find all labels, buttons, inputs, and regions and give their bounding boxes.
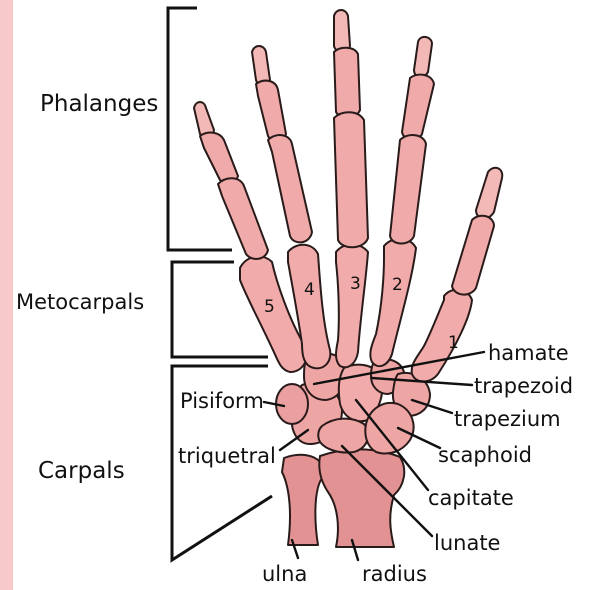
triquetral-label: triquetral [178,444,276,468]
phalanges-label: Phalanges [40,91,158,117]
index-finger-middle [402,75,434,140]
index-finger-proximal [390,135,426,243]
little-finger-middle [200,133,238,184]
ring-finger-proximal [268,135,312,242]
little-finger-proximal [218,178,268,259]
metacarpal-number-5: 5 [264,297,275,317]
little-finger-distal [194,102,214,136]
pisiform-bone [276,384,308,424]
middle-finger-middle [334,48,360,118]
radius-label: radius [362,562,427,586]
radius-bone [319,449,404,547]
trapezium-label: trapezium [454,407,561,431]
hamate-label: hamate [488,341,569,365]
thumb-distal [476,168,502,219]
lunate-label: lunate [434,531,500,555]
pisiform-label: Pisiform [180,389,264,413]
metacarpal-number-1: 1 [448,333,459,353]
metacarpal-3 [336,245,368,368]
ulna-label: ulna [262,562,307,586]
trapezoid-label: trapezoid [474,374,573,398]
metacarpal-2 [370,239,416,366]
scaphoid-label: scaphoid [438,443,532,467]
middle-finger-proximal [334,112,368,247]
ring-finger-middle [256,81,286,141]
index-finger-distal [414,37,432,77]
metacarpal-number-2: 2 [392,275,403,295]
forearm [282,449,404,547]
capitate-label: capitate [428,486,514,510]
carpals-label: Carpals [38,458,125,484]
metacarpals-label: Metocarpals [16,290,144,314]
ulna-bone [282,455,322,545]
middle-finger-distal [334,10,350,52]
metacarpal-number-3: 3 [350,274,361,294]
page-edge-strip [0,0,13,590]
metacarpal-1 [412,290,472,382]
metacarpal-number-4: 4 [304,280,315,300]
scaphoid-bone [365,403,413,454]
thumb-proximal [452,216,494,295]
